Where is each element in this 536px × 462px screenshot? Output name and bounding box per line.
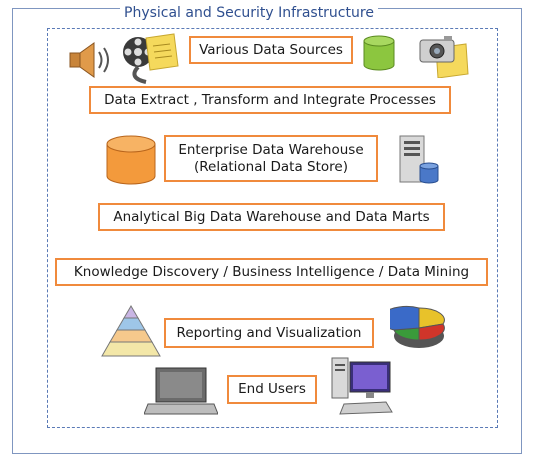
- end-users-label: End Users: [238, 381, 306, 398]
- orange-database-icon: [106, 135, 156, 185]
- server-icon: [399, 135, 439, 184]
- data-sources-box: Various Data Sources: [189, 36, 353, 64]
- frame-title: Physical and Security Infrastructure: [120, 5, 378, 21]
- etl-box: Data Extract , Transform and Integrate P…: [89, 86, 451, 114]
- note-icon: [145, 33, 179, 71]
- big-data-box: Analytical Big Data Warehouse and Data M…: [98, 203, 445, 231]
- laptop-icon: [144, 367, 218, 415]
- reporting-box: Reporting and Visualization: [164, 318, 374, 348]
- camera-icon: [419, 36, 469, 78]
- pie-chart-icon: [390, 305, 445, 348]
- edw-box: Enterprise Data Warehouse (Relational Da…: [164, 135, 378, 182]
- end-users-box: End Users: [227, 375, 317, 404]
- etl-label: Data Extract , Transform and Integrate P…: [104, 91, 436, 108]
- green-cylinder-icon: [363, 35, 395, 71]
- speaker-icon: [69, 42, 109, 78]
- bi-box: Knowledge Discovery / Business Intellige…: [55, 258, 488, 286]
- big-data-label: Analytical Big Data Warehouse and Data M…: [113, 208, 430, 225]
- data-sources-label: Various Data Sources: [199, 41, 343, 58]
- desktop-computer-icon: [331, 357, 393, 415]
- edw-label-line1: Enterprise Data Warehouse: [178, 141, 364, 158]
- reporting-label: Reporting and Visualization: [176, 324, 362, 341]
- pyramid-icon: [101, 305, 161, 357]
- inner-dashed-boundary: [47, 28, 498, 428]
- edw-label-line2: (Relational Data Store): [193, 158, 348, 175]
- bi-label: Knowledge Discovery / Business Intellige…: [73, 263, 470, 280]
